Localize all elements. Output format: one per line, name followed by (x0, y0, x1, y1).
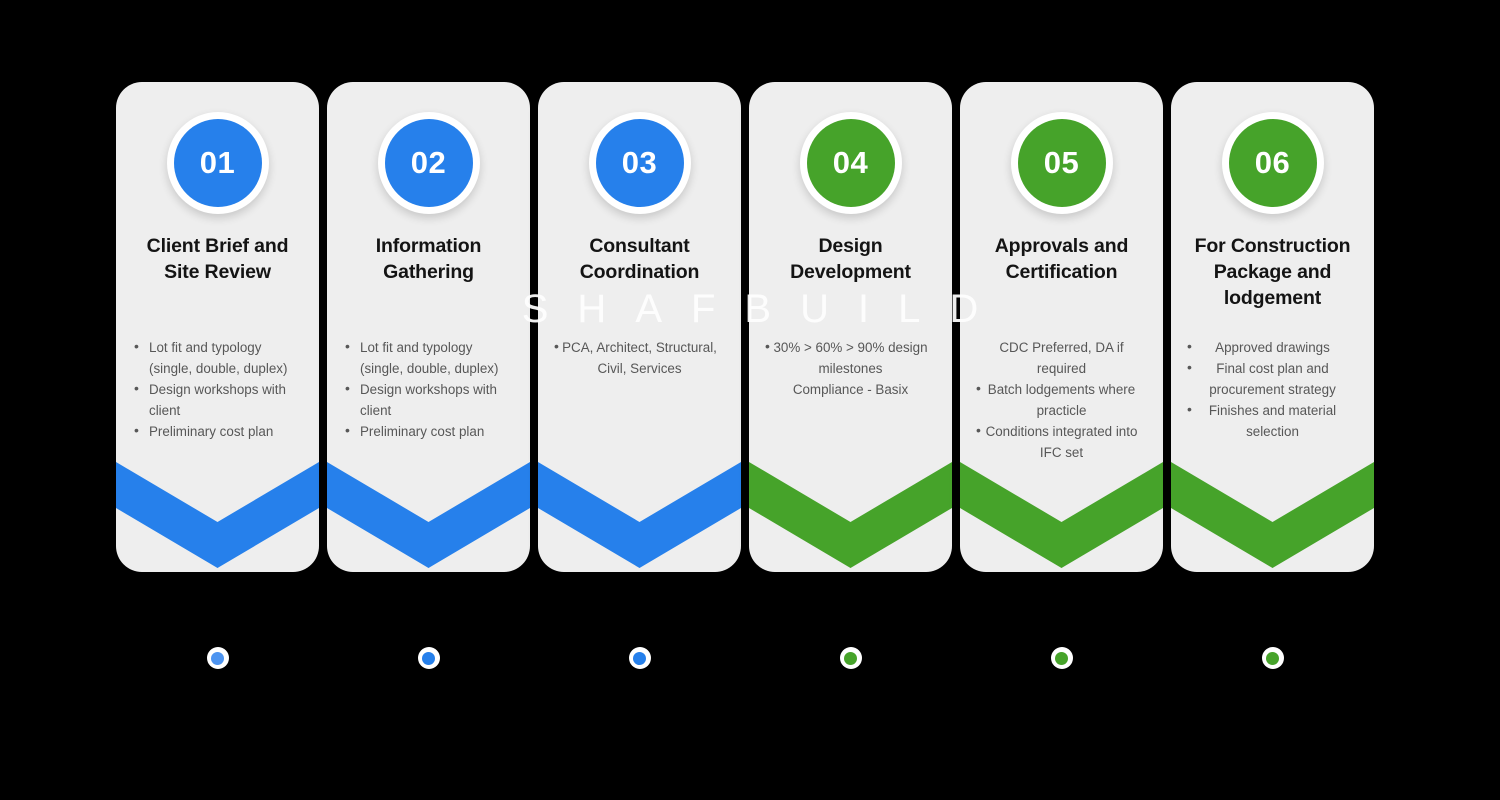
step-detail-list: CDC Preferred, DA if requiredBatch lodge… (960, 337, 1163, 463)
chevron-down-icon (327, 462, 530, 568)
step-title: Design Development (790, 235, 911, 283)
step-detail-item: Preliminary cost plan (130, 420, 305, 442)
step-number-circle: 04 (806, 119, 895, 207)
step-title: Approvals and Certification (994, 235, 1129, 283)
step-detail-item: Lot fit and typology (single, double, du… (341, 336, 516, 379)
dot-core (422, 651, 435, 665)
step-detail-list: Lot fit and typology (single, double, du… (116, 336, 319, 442)
step-detail-item: Finishes and material selection (1185, 399, 1360, 442)
chevron-down-icon (1171, 462, 1374, 568)
step-detail-item: Lot fit and typology (single, double, du… (130, 336, 305, 379)
dot-ring (1050, 647, 1073, 669)
step-title: Information Gathering (375, 235, 482, 283)
step-number-circle: 05 (1017, 119, 1106, 207)
step-detail-item: Design workshops with client (130, 378, 305, 421)
step-detail-item: Approved drawings (1185, 336, 1360, 358)
step-detail-item: Conditions integrated into IFC set (974, 420, 1149, 463)
step-dot-02[interactable] (327, 640, 530, 676)
chevron-down-icon (538, 462, 741, 568)
step-number-badge: 01 (166, 112, 269, 214)
step-detail-item: Compliance - Basix (792, 382, 909, 398)
step-detail-item: Final cost plan and procurement strategy (1185, 357, 1360, 400)
step-dot-06[interactable] (1171, 640, 1374, 676)
step-detail-item: Design workshops with client (341, 378, 516, 421)
dot-ring (839, 647, 862, 669)
dot-ring (628, 647, 651, 669)
step-dot-05[interactable] (960, 640, 1163, 676)
dot-ring (417, 647, 440, 669)
step-number-badge: 05 (1010, 112, 1113, 214)
step-indicator-dots (116, 640, 1386, 676)
step-detail-item: Preliminary cost plan (341, 420, 516, 442)
step-number-badge: 03 (588, 112, 691, 214)
step-detail-list: PCA, Architect, Structural, Civil, Servi… (538, 336, 741, 379)
dot-ring (1261, 647, 1284, 669)
step-number-circle: 06 (1228, 119, 1317, 207)
dot-core (1266, 651, 1279, 665)
step-detail-list: Approved drawingsFinal cost plan and pro… (1171, 336, 1374, 442)
step-detail-list: Lot fit and typology (single, double, du… (327, 336, 530, 442)
chevron-down-icon (960, 462, 1163, 568)
step-dot-04[interactable] (749, 640, 952, 676)
dot-core (1055, 651, 1068, 665)
dot-core (633, 651, 646, 665)
step-number-circle: 01 (173, 119, 262, 207)
chevron-down-icon (749, 462, 952, 568)
step-detail-item: Batch lodgements where practicle (974, 378, 1149, 421)
step-number-badge: 02 (377, 112, 480, 214)
step-title: For Construction Package and lodgement (1194, 235, 1351, 309)
step-dot-03[interactable] (538, 640, 741, 676)
step-detail-list: 30% > 60% > 90% design milestonesComplia… (749, 336, 952, 400)
step-detail-item: 30% > 60% > 90% design milestones (763, 336, 938, 379)
step-title: Client Brief and Site Review (146, 235, 289, 283)
step-detail-item: PCA, Architect, Structural, Civil, Servi… (552, 336, 727, 379)
dot-ring (206, 647, 229, 669)
step-title: Consultant Coordination (579, 235, 700, 283)
dot-core (844, 651, 857, 665)
step-dot-01[interactable] (116, 640, 319, 676)
step-number-circle: 02 (384, 119, 473, 207)
step-number-badge: 04 (799, 112, 902, 214)
chevron-down-icon (116, 462, 319, 568)
step-detail-item: CDC Preferred, DA if required (999, 340, 1124, 377)
step-number-badge: 06 (1221, 112, 1324, 214)
step-number-circle: 03 (595, 119, 684, 207)
dot-core (211, 651, 224, 665)
